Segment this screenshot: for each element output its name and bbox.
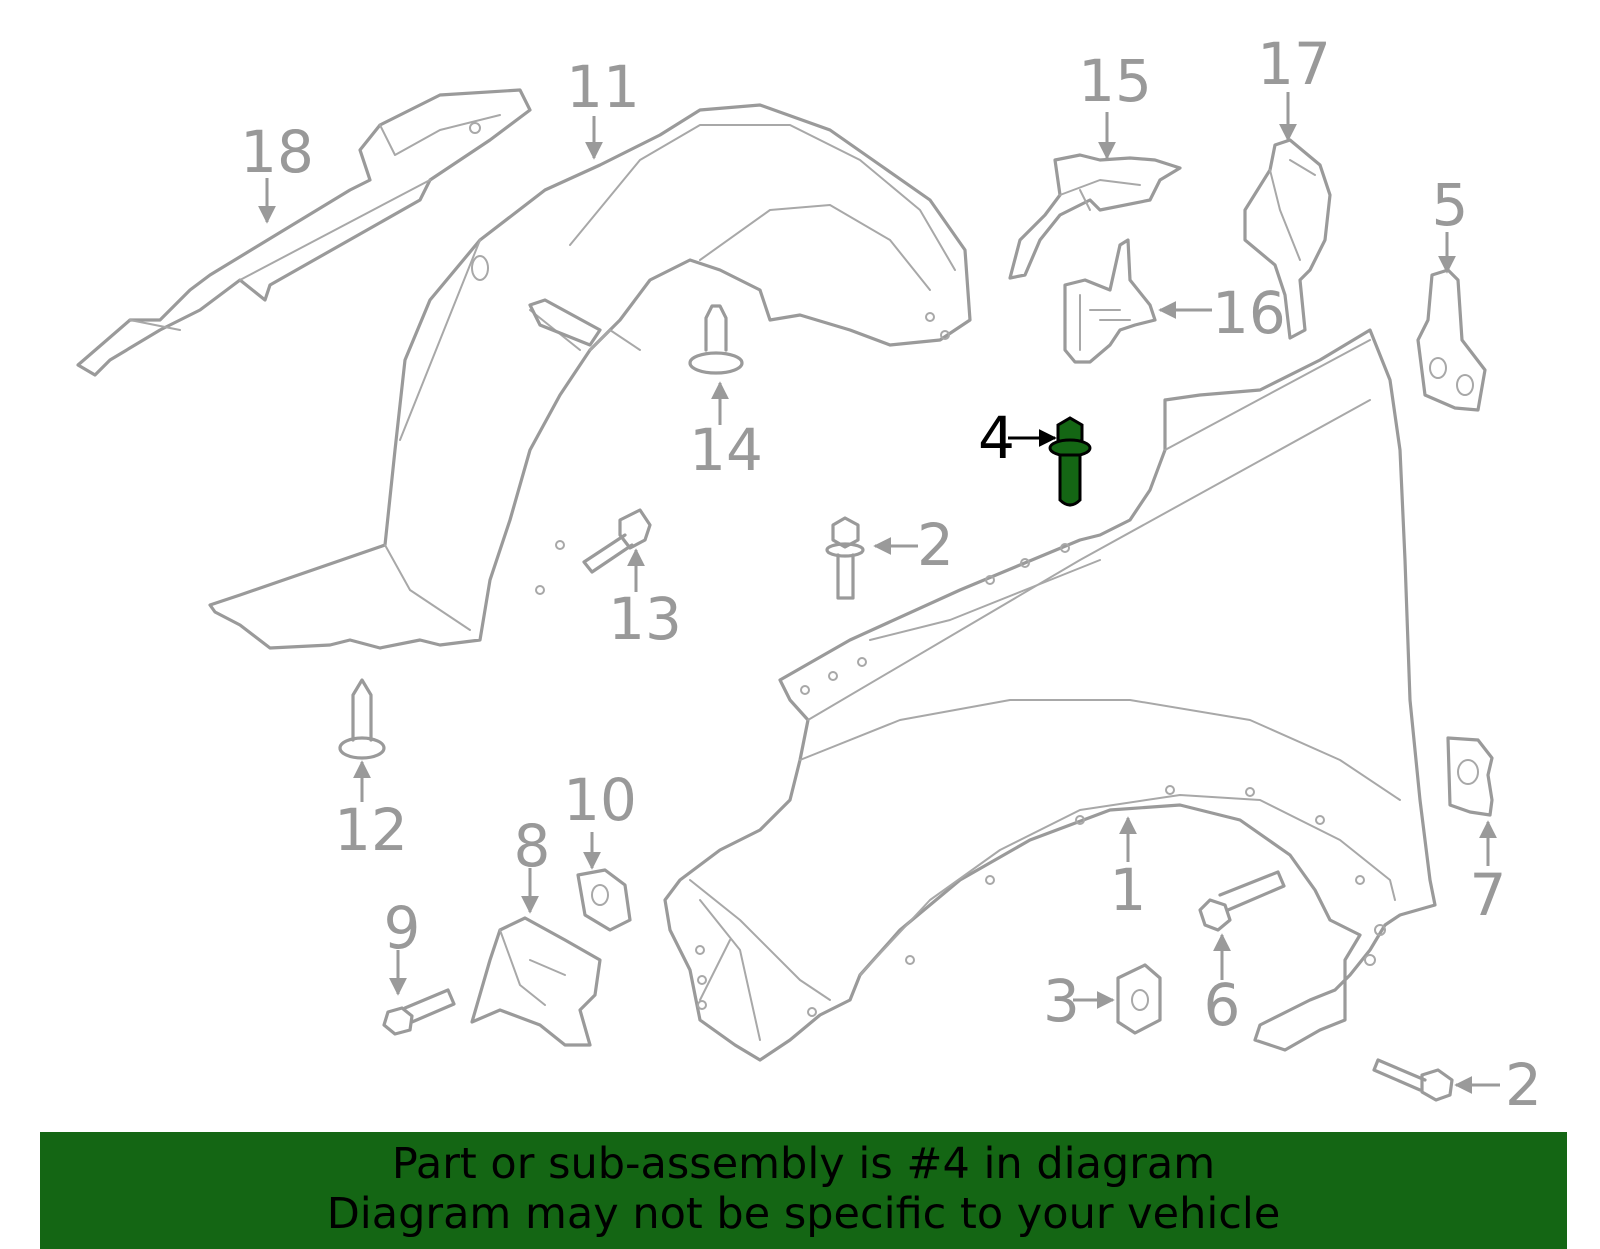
label-2-upper: 2	[917, 511, 954, 579]
part-17-bracket[interactable]	[1243, 138, 1332, 340]
label-5: 5	[1432, 171, 1469, 239]
part-15-bracket[interactable]	[1008, 153, 1182, 280]
part-2-bolt-upper[interactable]	[825, 516, 865, 600]
part-1-fender[interactable]	[663, 328, 1437, 1062]
label-7: 7	[1470, 861, 1507, 929]
label-18: 18	[240, 118, 314, 186]
part-12-push-pin[interactable]	[338, 678, 386, 760]
part-13-bolt[interactable]	[582, 508, 652, 574]
part-6-bolt[interactable]	[1198, 870, 1286, 932]
label-8: 8	[514, 812, 551, 880]
part-9-bolt[interactable]	[382, 988, 456, 1036]
label-16: 16	[1212, 279, 1286, 347]
part-4-bolt-highlighted[interactable]	[1048, 416, 1092, 507]
banner-line-1: Part or sub-assembly is #4 in diagram	[391, 1139, 1216, 1189]
label-11: 11	[566, 53, 640, 121]
part-10-clip-nut[interactable]	[576, 868, 632, 932]
part-11-wheel-liner[interactable]	[208, 103, 972, 650]
label-3: 3	[1043, 967, 1080, 1035]
part-8-bracket[interactable]	[470, 916, 602, 1047]
label-9: 9	[384, 894, 421, 962]
label-13: 13	[608, 585, 682, 653]
part-14-push-clip[interactable]	[688, 304, 744, 375]
label-14: 14	[689, 416, 763, 484]
notice-banner: Part or sub-assembly is #4 in diagram Di…	[40, 1132, 1567, 1249]
part-18-rail-bracket[interactable]	[76, 88, 532, 377]
part-2-bolt-lower[interactable]	[1372, 1058, 1454, 1102]
label-6: 6	[1204, 971, 1241, 1039]
label-12: 12	[334, 796, 408, 864]
label-10: 10	[563, 766, 637, 834]
label-15: 15	[1078, 47, 1152, 115]
label-2-lower: 2	[1505, 1051, 1542, 1119]
part-7-bracket[interactable]	[1446, 736, 1494, 817]
label-1: 1	[1110, 856, 1147, 924]
part-5-bracket[interactable]	[1416, 268, 1487, 412]
part-16-hinge[interactable]	[1063, 238, 1157, 364]
part-3-clip-nut[interactable]	[1116, 963, 1162, 1035]
banner-line-2: Diagram may not be specific to your vehi…	[326, 1189, 1281, 1239]
label-17: 17	[1257, 30, 1331, 98]
callout-arrows	[258, 92, 1500, 1094]
label-4: 4	[978, 404, 1015, 472]
